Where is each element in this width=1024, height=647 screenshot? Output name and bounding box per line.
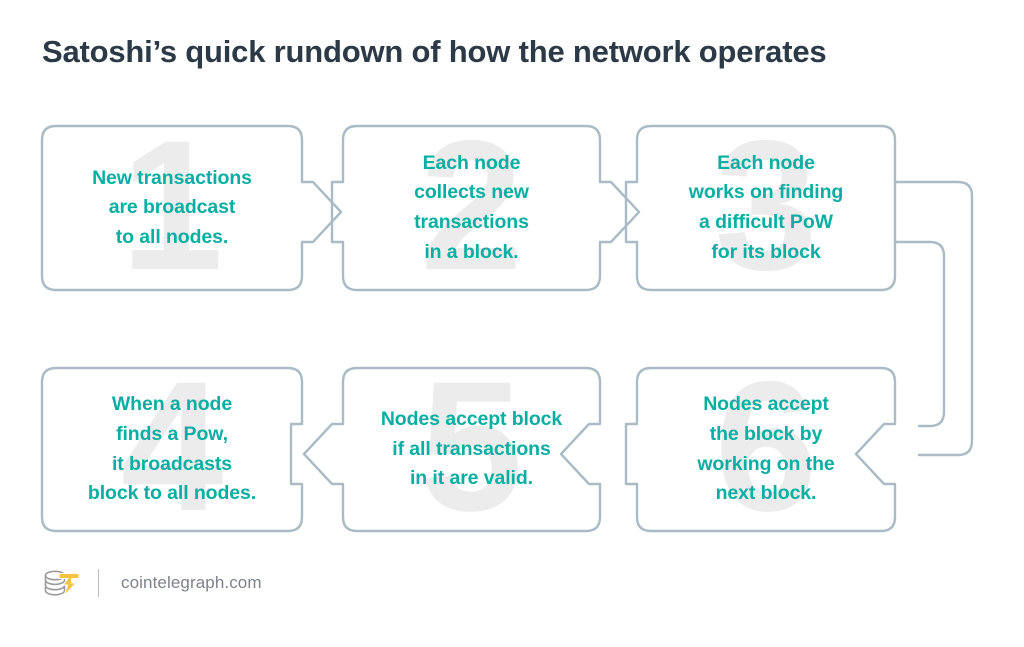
step-6-watermark: 6	[714, 368, 818, 531]
step-2-box: 2 Each node collects new transactions in…	[343, 126, 600, 290]
step-6-box-outline	[624, 366, 897, 533]
step-6-box: 6 Nodes accept the block by working on t…	[637, 368, 895, 531]
step-1-box-outline	[40, 124, 343, 292]
connector-step3-to-step6	[893, 180, 974, 457]
step-5-text: Nodes accept block if all transactions i…	[380, 408, 563, 490]
step-2-watermark: 2	[420, 126, 523, 290]
footer-url: cointelegraph.com	[121, 573, 262, 592]
step-5-box-outline	[302, 366, 602, 533]
step-3-box-outline	[624, 124, 897, 292]
step-2-box-outline	[330, 124, 641, 292]
step-1-watermark: 1	[120, 126, 224, 290]
step-1-box: 1 New transactions are broadcast to all …	[42, 126, 302, 290]
step-2-text: Each node collects new transactions in a…	[414, 151, 529, 263]
step-5-box: 5 Nodes accept block if all transactions…	[343, 368, 600, 531]
step-3-text: Each node works on finding a difficult P…	[688, 151, 844, 263]
step-4-box: 4 When a node finds a Pow, it broadcasts…	[42, 368, 302, 531]
step-4-watermark: 4	[120, 368, 224, 531]
step-3-box: 3 Each node works on finding a difficult…	[637, 126, 895, 290]
step-3-watermark: 3	[714, 126, 818, 290]
page-title: Satoshi’s quick rundown of how the netwo…	[42, 34, 827, 69]
footer: cointelegraph.com	[42, 562, 262, 604]
step-6-text: Nodes accept the block by working on the…	[697, 393, 835, 505]
step-5-watermark: 5	[420, 368, 523, 531]
footer-divider	[98, 569, 99, 597]
step-4-text: When a node finds a Pow, it broadcasts b…	[87, 393, 257, 505]
step-4-box-outline	[40, 366, 304, 533]
connector-step3-to-step6-lower	[893, 240, 946, 428]
cointelegraph-logo-icon	[44, 570, 80, 597]
step-1-text: New transactions are broadcast to all no…	[92, 166, 252, 248]
